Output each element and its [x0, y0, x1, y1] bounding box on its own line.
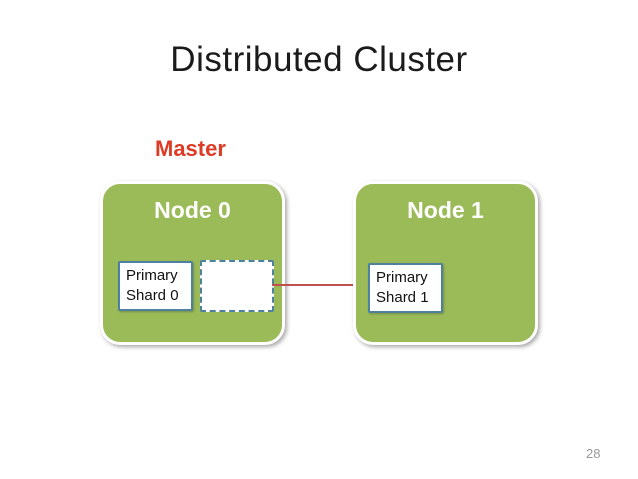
empty-shard-slot: [200, 260, 274, 312]
master-label: Master: [155, 136, 226, 161]
node-0-title: Node 0: [154, 197, 231, 223]
relocation-arrow: [272, 280, 366, 290]
node-1-box: Node 1 Primary Shard 1: [353, 181, 538, 345]
page-number: 28: [586, 446, 601, 461]
primary-shard-0-box: Primary Shard 0: [118, 261, 193, 311]
page-title: Distributed Cluster: [170, 40, 468, 79]
arrow-line: [272, 284, 357, 286]
primary-shard-1-box: Primary Shard 1: [368, 263, 443, 313]
node-0-box: Node 0 Primary Shard 0: [100, 181, 285, 345]
node-1-title: Node 1: [407, 197, 484, 223]
